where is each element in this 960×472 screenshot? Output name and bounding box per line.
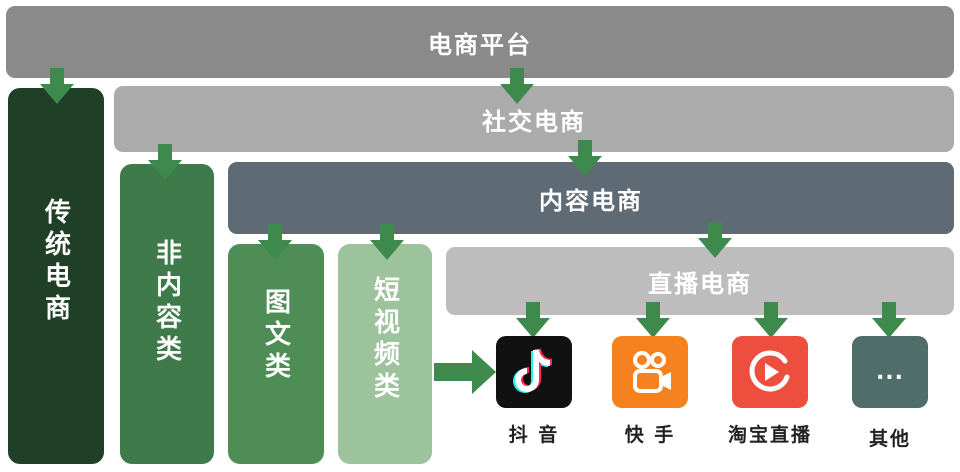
short-video-column: 短视频类 [338,244,432,464]
traditional-ecommerce-label: 传统电商 [40,198,71,326]
arrow-down-icon [636,302,670,338]
image-text-column: 图文类 [228,244,324,464]
kuaishou-label: 快 手 [624,424,676,446]
non-content-label: 非内容类 [151,239,182,367]
taobao-live-icon [732,336,808,408]
douyin-label: 抖 音 [508,424,560,446]
arrow-right-icon [434,350,496,394]
arrow-down-icon [568,140,602,176]
content-ecommerce-bar: 内容电商 [228,162,954,234]
non-content-column: 非内容类 [120,164,214,464]
arrow-down-icon [872,302,906,338]
more-icon-glyph: ... [875,359,905,385]
social-ecommerce-bar: 社交电商 [114,86,954,152]
image-text-label: 图文类 [260,288,291,384]
arrow-down-icon [516,302,550,338]
traditional-ecommerce-column: 传统电商 [8,88,104,464]
arrow-down-icon [40,68,74,104]
arrow-down-icon [148,144,182,180]
arrow-down-icon [698,222,732,258]
kuaishou-icon [612,336,688,408]
more-icon: ... [852,336,928,408]
arrow-down-icon [370,224,404,260]
content-ecommerce-label: 内容电商 [539,186,643,215]
taobao-live-label: 淘宝直播 [727,424,812,446]
arrow-down-icon [754,302,788,338]
arrow-down-icon [258,224,292,260]
ecommerce-platform-label: 电商平台 [428,30,532,59]
live-ecommerce-label: 直播电商 [648,269,752,298]
douyin-icon [496,336,572,408]
arrow-down-icon [500,68,534,104]
ecommerce-platform-bar: 电商平台 [6,6,954,78]
other-label: 其他 [868,428,911,450]
short-video-label: 短视频类 [369,276,400,404]
social-ecommerce-label: 社交电商 [482,107,586,136]
